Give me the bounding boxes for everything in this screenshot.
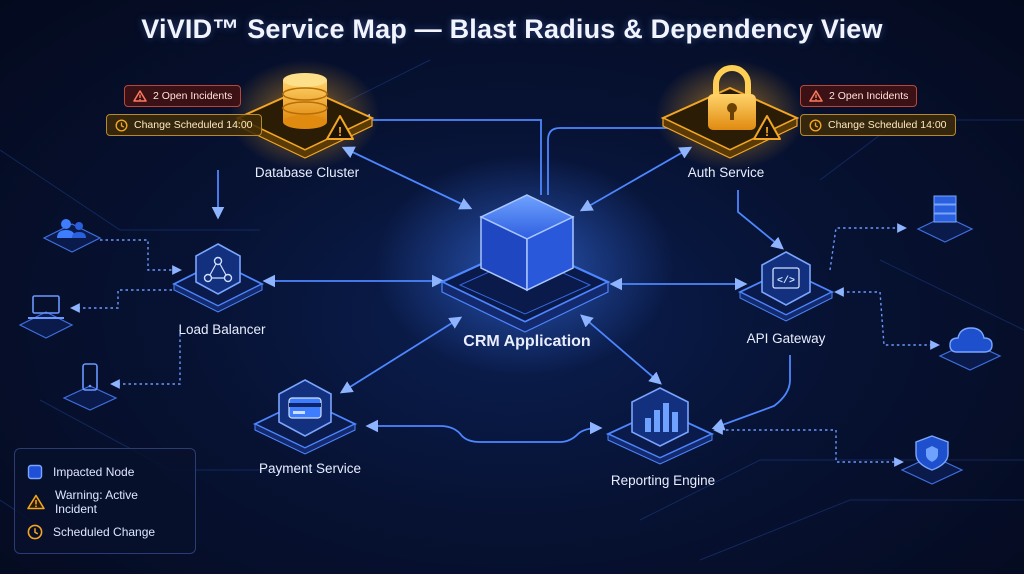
svg-text:!: ! [338,124,342,139]
cube-icon [479,194,575,292]
node-database-cluster[interactable]: ! [235,73,375,159]
laptop-icon [28,295,64,319]
node-crm-application[interactable] [439,194,611,333]
shield-icon [915,435,949,471]
database-icon [282,73,328,129]
credit-card-icon [278,379,332,437]
warning-icon [133,90,147,102]
node-api-gateway[interactable]: </> [737,251,835,322]
legend-item-impacted: Impacted Node [27,457,183,487]
edge-api-reporting [711,355,791,431]
edge-auth-api [737,190,784,250]
warning-icon [809,90,823,102]
page-title: ViVID™ Service Map — Blast Radius & Depe… [141,14,883,44]
share-network-icon [195,243,241,295]
peripheral-users [42,219,102,253]
bar-chart-icon [631,387,689,447]
peripheral-mobile [62,363,118,411]
label-load-balancer: Load Balancer [178,322,266,337]
legend-label: Warning: Active Incident [54,488,138,516]
impacted-node-icon [27,464,43,480]
warning-icon [27,494,45,510]
database-incident-badge[interactable]: 2 Open Incidents [124,85,242,107]
badge-text: 2 Open Incidents [153,90,233,102]
legend-item-scheduled: Scheduled Change [27,517,183,547]
edge-laptop-lb [70,289,180,313]
badge-text: Change Scheduled 14:00 [828,119,947,131]
cloud-icon [949,327,993,353]
clock-icon [809,118,822,132]
warning-icon: ! [753,115,781,140]
edge-crm-auth [579,146,693,212]
warning-icon: ! [326,115,354,140]
edge-crm-reporting [580,314,662,385]
edge-payment-reporting [365,419,603,443]
label-api-gateway: API Gateway [746,331,826,346]
peripheral-laptop [18,295,74,339]
auth-change-badge[interactable]: Change Scheduled 14:00 [800,114,956,136]
lock-icon [708,65,756,130]
label-payment-service: Payment Service [258,461,362,476]
label-auth-service: Auth Service [687,165,765,180]
edge-crm-payment [339,316,463,394]
clock-icon [115,118,128,132]
label-reporting-engine: Reporting Engine [610,473,716,488]
clock-icon [27,524,43,540]
edge-crm-top-left [357,113,542,195]
legend-label: Impacted Node [53,465,135,479]
auth-incident-badge[interactable]: 2 Open Incidents [800,85,918,107]
node-payment-service[interactable] [252,379,358,455]
node-auth-service[interactable]: ! [660,65,800,159]
connection-lines [211,113,791,443]
legend-item-warning: Warning: Active Incident [27,487,183,517]
peripheral-cloud [938,327,1002,371]
badge-text: Change Scheduled 14:00 [134,119,253,131]
legend-label: Scheduled Change [53,525,156,539]
edge-users-lb [100,239,182,275]
badge-text: 2 Open Incidents [829,90,909,102]
database-change-badge[interactable]: Change Scheduled 14:00 [106,114,262,136]
svg-text:!: ! [765,124,769,139]
label-crm-application: CRM Application [463,333,591,350]
edge-crm-top-right [547,121,693,195]
mobile-icon [82,363,98,391]
node-reporting-engine[interactable] [605,387,715,465]
peripheral-lines [70,223,940,467]
legend: Impacted Node Warning: Active Incident S… [14,448,196,554]
edge-api-cloud [834,287,940,350]
label-database-cluster: Database Cluster [254,165,360,180]
node-load-balancer[interactable] [171,243,265,313]
server-rack-icon [933,195,957,223]
edge-mobile-lb [110,330,181,389]
svg-text:</>: </> [777,275,795,287]
edge-reporting-shield [713,425,904,467]
edge-crm-database [341,146,473,210]
peripheral-shield [900,435,964,485]
peripheral-server-rack [916,195,974,243]
code-icon: </> [761,251,811,306]
users-icon [57,219,86,238]
edge-api-server [829,223,907,271]
